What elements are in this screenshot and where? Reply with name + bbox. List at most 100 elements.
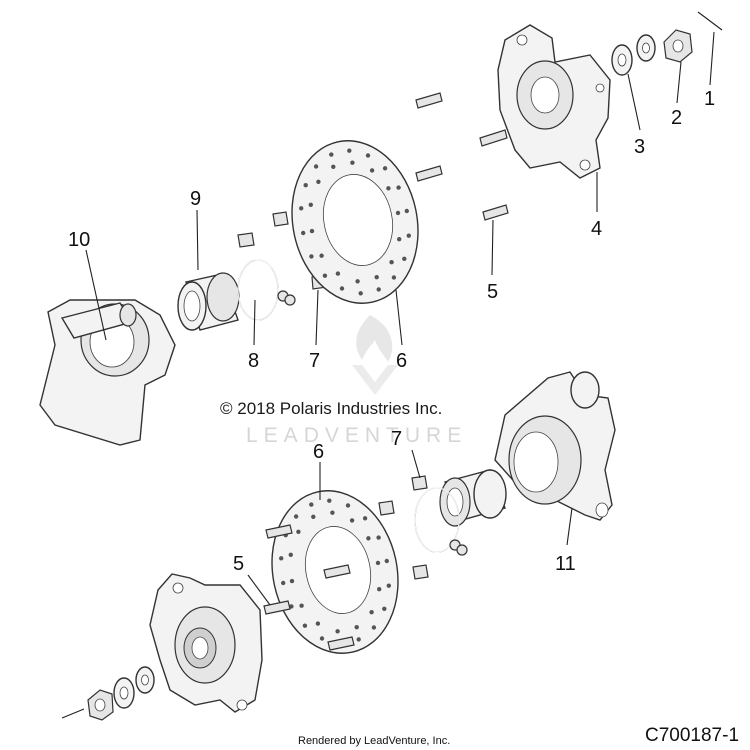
rotor-hole [402, 256, 407, 261]
rotor-hole [375, 560, 381, 566]
callout-10: 10 [68, 229, 90, 251]
brake-rotor-upper [291, 140, 419, 304]
diagram-code: C700187-1 [645, 725, 739, 746]
hub-upper [497, 24, 611, 179]
rotor-hole [369, 168, 375, 173]
rotor-hole [365, 153, 371, 158]
rotor-hole [322, 273, 328, 278]
leader-lines-upper [85, 31, 715, 346]
rotor-hole [288, 552, 293, 557]
rotor-hole [289, 604, 294, 609]
castle-nut-lower [87, 689, 114, 721]
rotor-hole [376, 535, 381, 540]
rotor-hole [369, 610, 374, 615]
callout-5-lower: 5 [233, 553, 244, 575]
rotor-hole [303, 183, 308, 188]
rotor-hole [382, 606, 387, 611]
bolts-7-lower [378, 475, 429, 580]
rotor-hole [354, 625, 359, 630]
rotor-hole [308, 202, 313, 207]
rotor-hole [329, 152, 334, 157]
callout-5: 5 [487, 281, 498, 303]
callout-3: 3 [634, 136, 645, 158]
rotor-hole [384, 558, 389, 564]
rotor-hole [327, 498, 332, 503]
rotor-hole [355, 279, 360, 284]
rotor-hole [350, 160, 355, 165]
rotor-hole [299, 603, 304, 608]
rotor-hole [335, 629, 340, 634]
rotor-hole [366, 536, 371, 541]
rotor-hole [396, 185, 401, 190]
rotor-hole [302, 623, 308, 628]
rotor-hole [296, 529, 301, 534]
rotor-hole [299, 206, 304, 211]
callout-4: 4 [591, 218, 602, 240]
rotor-hole [377, 587, 382, 592]
hub-lower [149, 573, 263, 713]
studs-5-upper [415, 92, 509, 221]
rotor-hole [349, 518, 355, 523]
rotor-hole [309, 502, 314, 507]
copyright-text: © 2018 Polaris Industries Inc. [220, 399, 442, 418]
rotor-hole [313, 164, 319, 169]
rotor-hole [316, 179, 321, 184]
rotor-hole [331, 164, 336, 169]
callout-2: 2 [671, 107, 682, 129]
callout-8: 8 [248, 350, 259, 372]
cotter-pin-lower [61, 708, 85, 719]
rotor-hole [397, 237, 402, 242]
castle-nut-upper [663, 29, 693, 63]
rotor-hole [386, 583, 391, 588]
rotor-hole [330, 510, 335, 515]
rotor-hole [404, 208, 409, 214]
rotor-hole [289, 578, 295, 584]
leader-lines-lower [247, 449, 573, 606]
rotor-hole [391, 275, 397, 280]
callout-9: 9 [190, 188, 201, 210]
rotor-hole [335, 271, 341, 276]
rotor-hole [315, 621, 321, 626]
washer-lower [113, 666, 155, 709]
rotor-hole [395, 210, 401, 216]
rotor-hole [371, 625, 377, 630]
washer-upper [611, 34, 656, 76]
rotor-hole [281, 580, 286, 586]
rotor-hole [358, 291, 363, 296]
rotor-hole [311, 514, 316, 519]
cotter-pin-upper [697, 11, 723, 31]
rotor-hole [382, 166, 388, 171]
leadventure-watermark-logo [352, 315, 398, 395]
rotor-hole [339, 286, 345, 291]
rotor-hole [406, 233, 411, 238]
rotor-hole [362, 516, 368, 521]
rotor-hole [356, 637, 361, 642]
bearing-upper [177, 272, 240, 331]
rotor-hole [293, 514, 299, 519]
callout-7: 7 [309, 350, 320, 372]
rotor-hole [309, 228, 315, 234]
snap-ring-lower [414, 487, 468, 556]
rotor-hole [386, 186, 391, 191]
rotor-hole [389, 260, 394, 265]
callout-1: 1 [704, 88, 715, 110]
knuckle-lower [494, 371, 616, 521]
rotor-hole [319, 253, 324, 258]
rotor-hole [374, 275, 379, 280]
rotor-hole [376, 287, 381, 292]
bearing-lower [439, 469, 507, 527]
knuckle-upper [39, 299, 176, 446]
rotor-hole [319, 636, 325, 641]
callout-7-lower: 7 [391, 428, 402, 450]
studs-5-lower [263, 524, 355, 651]
rotor-hole [279, 556, 284, 561]
rotor-hole [347, 148, 352, 153]
snap-ring-upper [237, 259, 296, 321]
callout-11: 11 [555, 553, 576, 575]
rotor-hole [309, 254, 314, 259]
watermark-text: LEADVENTURE [246, 424, 467, 447]
rotor-hole [345, 503, 351, 508]
rotor-hole [301, 230, 306, 236]
callout-6-lower: 6 [313, 441, 324, 463]
